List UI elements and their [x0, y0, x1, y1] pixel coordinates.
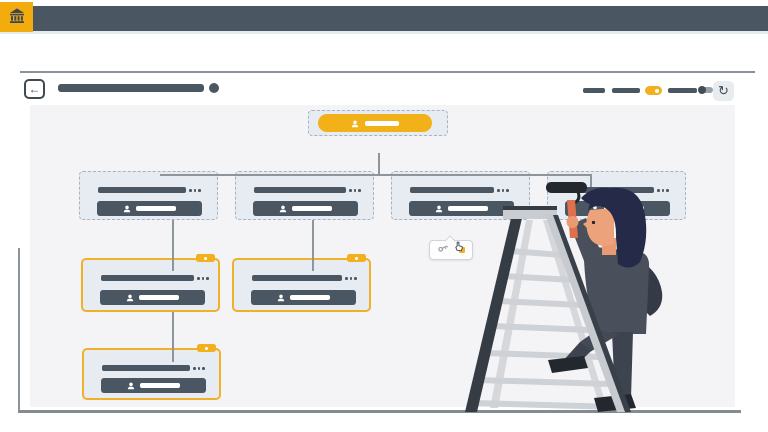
hint-tooltip — [429, 240, 473, 260]
app-topbar — [0, 6, 768, 31]
person-icon — [127, 378, 135, 393]
refresh-icon: ↻ — [718, 83, 729, 98]
org-chart-node[interactable] — [82, 344, 221, 400]
label-placeholder — [448, 206, 488, 211]
node-title-placeholder — [101, 275, 209, 281]
connector-line — [172, 312, 174, 362]
refresh-button[interactable]: ↻ — [713, 81, 734, 101]
org-chart-node[interactable] — [235, 171, 374, 220]
person-icon — [591, 201, 599, 216]
person-icon — [277, 290, 285, 305]
toolbar-title-placeholder — [58, 84, 204, 92]
node-title-placeholder — [102, 365, 205, 371]
org-chart-node[interactable] — [79, 171, 218, 220]
pointer-hand-icon — [453, 241, 466, 259]
org-chart-row — [79, 171, 686, 220]
person-icon — [279, 201, 287, 216]
ground-line — [18, 410, 741, 413]
arrow-left-icon: ← — [28, 82, 41, 96]
connector-line — [160, 174, 592, 176]
connector-line — [378, 153, 380, 175]
connector-line — [590, 174, 592, 187]
label-placeholder — [136, 206, 176, 211]
org-chart-node[interactable] — [391, 171, 530, 220]
org-chart-node[interactable] — [81, 254, 220, 312]
topbar-underline — [0, 31, 768, 34]
label-placeholder — [290, 295, 330, 300]
bank-icon — [8, 7, 26, 28]
active-filter-pill[interactable] — [645, 86, 662, 95]
toolbar-placeholder-bar — [583, 88, 605, 93]
employee-button[interactable] — [251, 290, 356, 305]
node-badge — [347, 254, 366, 262]
node-title-placeholder — [252, 275, 357, 281]
node-title-placeholder — [98, 187, 201, 193]
person-icon — [351, 116, 359, 131]
employee-button[interactable] — [100, 290, 205, 305]
org-chart-row — [81, 254, 371, 312]
label-placeholder — [604, 206, 644, 211]
org-chart-node[interactable] — [547, 171, 686, 220]
org-chart-root-node[interactable] — [308, 110, 448, 136]
person-icon — [123, 201, 131, 216]
employee-button[interactable] — [97, 201, 202, 216]
label-placeholder — [292, 206, 332, 211]
connector-line — [312, 220, 314, 271]
person-icon — [435, 201, 443, 216]
window-left-border — [18, 248, 20, 411]
toolbar-title-dot — [209, 83, 219, 93]
person-icon — [126, 290, 134, 305]
node-title-placeholder — [254, 187, 361, 193]
employee-button[interactable] — [101, 378, 206, 393]
toolbar-placeholder-bar — [668, 88, 697, 93]
node-badge — [196, 254, 215, 262]
toggle-knob — [698, 86, 706, 94]
employee-button[interactable] — [253, 201, 358, 216]
back-button[interactable]: ← — [24, 79, 45, 99]
app-logo[interactable] — [0, 2, 33, 32]
key-icon — [437, 241, 449, 259]
label-placeholder — [365, 120, 399, 126]
employee-button[interactable] — [565, 201, 670, 216]
node-title-placeholder — [566, 187, 669, 193]
add-root-employee-button[interactable] — [318, 114, 432, 132]
label-placeholder — [140, 383, 180, 388]
toolbar-placeholder-bar — [612, 88, 640, 93]
window-top-border — [20, 71, 755, 73]
employee-button[interactable] — [409, 201, 514, 216]
node-title-placeholder — [410, 187, 509, 193]
org-chart-node[interactable] — [232, 254, 371, 312]
node-badge — [197, 344, 216, 352]
mini-toggle[interactable] — [698, 86, 713, 94]
label-placeholder — [139, 295, 179, 300]
org-chart-row — [82, 344, 221, 400]
connector-line — [172, 220, 174, 271]
pill-dot — [655, 88, 659, 93]
